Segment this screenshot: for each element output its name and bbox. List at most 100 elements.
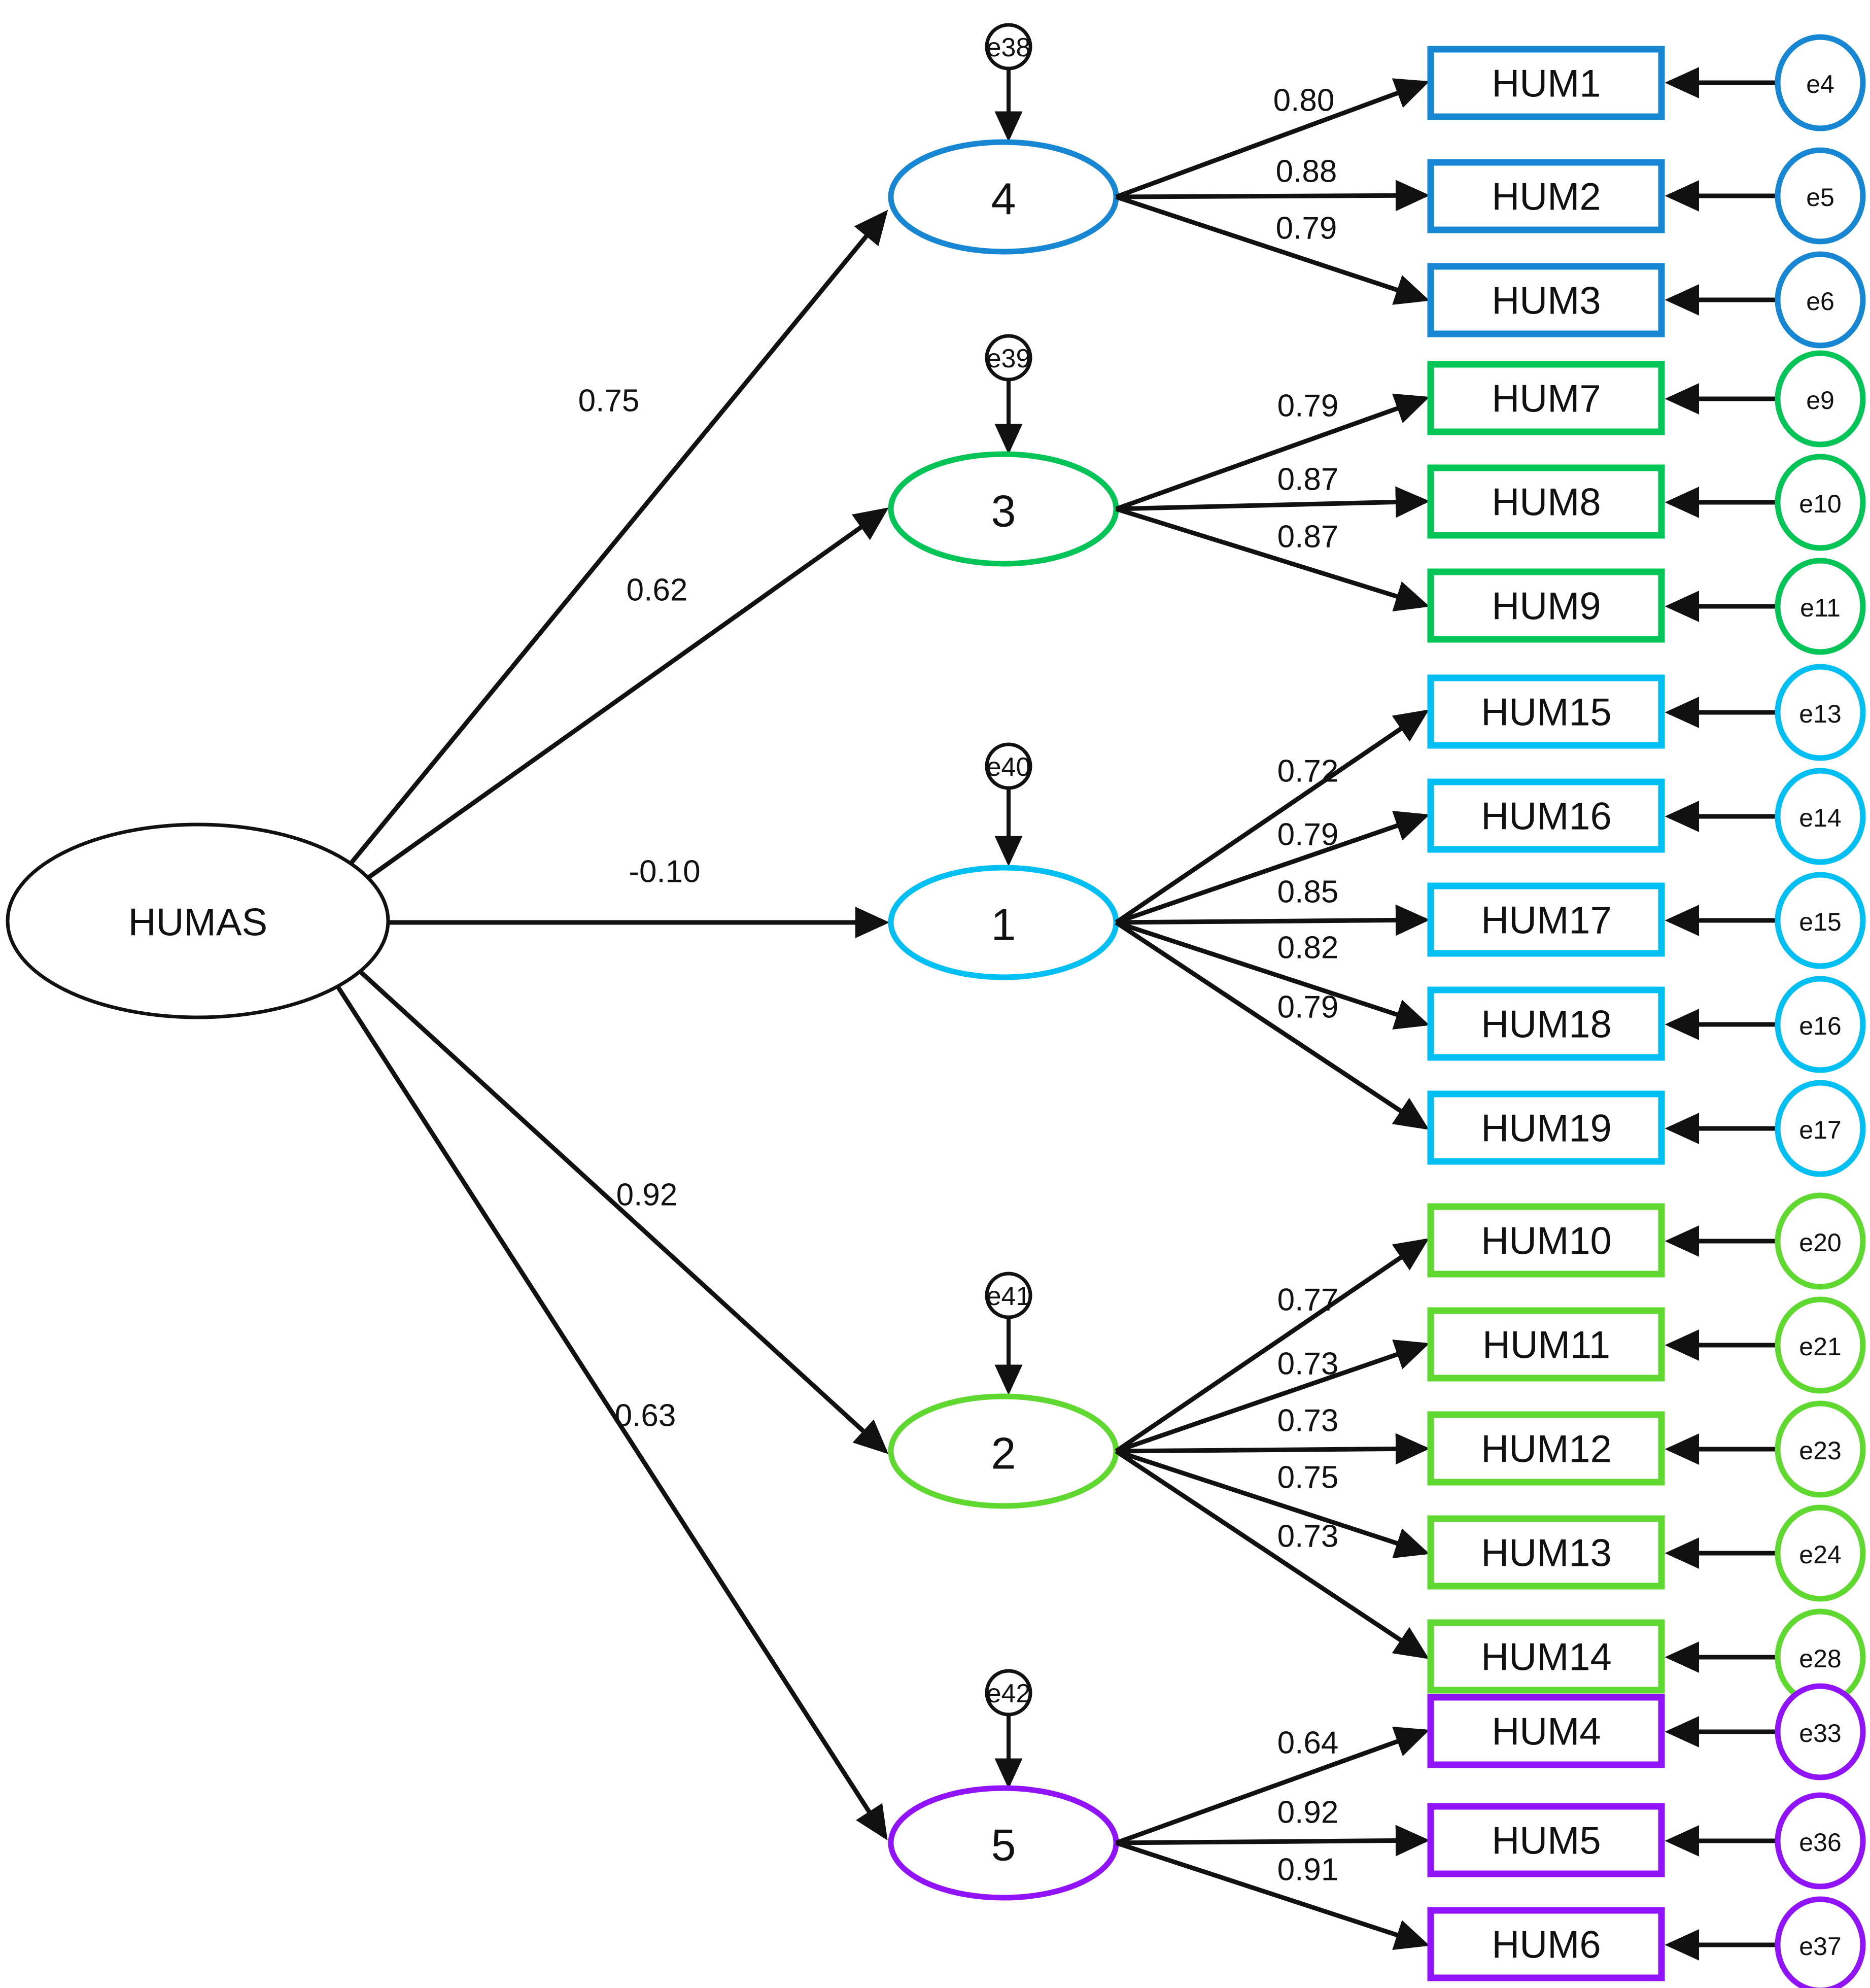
disturbance-e40[interactable] [985, 742, 1032, 790]
error-e6[interactable] [1775, 251, 1866, 349]
factor-group-2: e41 2 0.77 0.73 0.73 0.75 0.73 HUM10 HUM… [888, 1192, 1866, 1706]
loading-f1-hum18 [1115, 920, 1430, 1030]
loading-f2-hum11 [1115, 1339, 1430, 1454]
indicator-label-hum17: HUM17 [1481, 899, 1612, 942]
indicator-box-hum3[interactable] [1427, 263, 1665, 337]
factor-4-label: 4 [991, 174, 1016, 224]
indicator-box-hum17[interactable] [1427, 882, 1665, 957]
disturbance-e38[interactable] [985, 23, 1032, 71]
error-label-e16: e16 [1799, 1012, 1841, 1040]
loading-f2-hum13 [1115, 1449, 1430, 1558]
error-e17[interactable] [1775, 1080, 1866, 1177]
disturbance-e42[interactable] [985, 1669, 1032, 1717]
error-e9[interactable] [1775, 350, 1866, 448]
loading-f3-hum8 [1116, 486, 1430, 518]
loading-label-hum15: 0.72 [1277, 754, 1339, 789]
error-e13[interactable] [1775, 664, 1866, 761]
error-label-e4: e4 [1806, 70, 1834, 98]
error-label-e11: e11 [1800, 594, 1841, 622]
error-e11[interactable] [1775, 558, 1866, 655]
factor-group-4: e38 4 0.80 0.88 0.79 HUM1 HUM2 HUM3 e4 e… [888, 23, 1866, 349]
indicator-label-hum7: HUM7 [1492, 378, 1601, 421]
indicator-box-hum15[interactable] [1427, 674, 1665, 749]
indicator-box-hum1[interactable] [1427, 46, 1665, 120]
loading-label-hum19: 0.79 [1277, 990, 1339, 1025]
error-e33[interactable] [1775, 1683, 1866, 1780]
coef-humas-f2: 0.92 [616, 1178, 678, 1213]
indicator-label-hum3: HUM3 [1492, 280, 1601, 323]
indicator-label-hum6: HUM6 [1492, 1924, 1601, 1967]
disturbance-e38-label: e38 [987, 33, 1031, 62]
indicator-box-hum18[interactable] [1427, 986, 1665, 1061]
humas-ellipse[interactable] [6, 822, 390, 1019]
indicator-label-hum18: HUM18 [1481, 1003, 1612, 1046]
indicator-box-hum4[interactable] [1427, 1694, 1665, 1768]
error-label-e13: e13 [1799, 700, 1841, 728]
error-e23[interactable] [1775, 1400, 1866, 1498]
path-humas-to-f3 [339, 507, 889, 899]
error-e16[interactable] [1775, 976, 1866, 1073]
loading-f1-hum15 [1115, 709, 1429, 924]
indicator-label-hum9: HUM9 [1492, 585, 1601, 628]
indicator-box-hum14[interactable] [1427, 1619, 1665, 1694]
indicator-box-hum9[interactable] [1427, 568, 1665, 643]
coef-humas-f1: -0.10 [629, 854, 700, 889]
error-label-e21: e21 [1799, 1332, 1841, 1361]
loading-f1-hum17 [1116, 904, 1430, 936]
loading-label-hum5: 0.92 [1277, 1795, 1339, 1830]
path-humas-to-f4 [333, 210, 888, 884]
error-e4[interactable] [1775, 34, 1866, 131]
loading-f1-hum19 [1115, 920, 1430, 1130]
error-e15[interactable] [1775, 872, 1866, 969]
indicator-label-hum5: HUM5 [1492, 1820, 1601, 1863]
loading-f4-hum3 [1115, 194, 1430, 305]
loading-label-hum7: 0.79 [1277, 389, 1339, 424]
humas-node[interactable]: HUMAS [6, 822, 390, 1019]
loading-f5-hum5 [1116, 1825, 1430, 1857]
path-humas-to-f2 [339, 952, 889, 1454]
loading-f4-hum2 [1116, 180, 1430, 212]
error-label-e37: e37 [1799, 1932, 1841, 1961]
loading-label-hum18: 0.82 [1277, 931, 1339, 966]
indicator-box-hum12[interactable] [1427, 1411, 1665, 1486]
indicator-box-hum7[interactable] [1427, 361, 1665, 435]
error-e37[interactable] [1775, 1896, 1866, 1988]
path-humas-to-f5 [328, 973, 888, 1841]
loading-f5-hum6 [1115, 1840, 1430, 1950]
indicator-box-hum11[interactable] [1427, 1307, 1665, 1382]
coef-humas-f3: 0.62 [627, 573, 688, 608]
error-e14[interactable] [1775, 768, 1866, 865]
factor-group-5: e42 5 0.64 0.92 0.91 HUM4 HUM5 HUM6 e33 … [888, 1669, 1866, 1988]
disturbance-e41[interactable] [985, 1272, 1032, 1319]
humas-label: HUMAS [128, 901, 267, 944]
indicator-box-hum13[interactable] [1427, 1515, 1665, 1590]
disturbance-e40-label: e40 [987, 752, 1031, 782]
disturbance-e41-label: e41 [987, 1282, 1031, 1311]
error-e5[interactable] [1775, 147, 1866, 245]
error-label-e20: e20 [1799, 1228, 1841, 1257]
indicator-box-hum10[interactable] [1427, 1203, 1665, 1278]
factor-group-3: e39 3 0.79 0.87 0.87 HUM7 HUM8 HUM9 e9 e… [888, 334, 1866, 655]
error-label-e33: e33 [1799, 1719, 1841, 1747]
error-e20[interactable] [1775, 1192, 1866, 1290]
indicator-box-hum6[interactable] [1427, 1907, 1665, 1981]
error-label-e28: e28 [1799, 1644, 1841, 1673]
error-e24[interactable] [1775, 1504, 1866, 1602]
indicator-box-hum8[interactable] [1427, 464, 1665, 539]
loading-f2-hum14 [1115, 1449, 1430, 1659]
loading-label-hum1: 0.80 [1273, 83, 1335, 118]
indicator-box-hum19[interactable] [1427, 1090, 1665, 1165]
indicator-box-hum2[interactable] [1427, 159, 1665, 233]
indicator-box-hum16[interactable] [1427, 778, 1665, 853]
loading-label-hum12: 0.73 [1277, 1403, 1339, 1438]
indicator-label-hum16: HUM16 [1481, 795, 1612, 838]
factor-group-1: e40 1 0.72 0.79 0.85 0.82 0.79 HUM15 HUM… [888, 664, 1866, 1177]
error-e21[interactable] [1775, 1296, 1866, 1394]
indicator-box-hum5[interactable] [1427, 1803, 1665, 1877]
error-e10[interactable] [1775, 454, 1866, 551]
loading-label-hum4: 0.64 [1277, 1726, 1339, 1761]
disturbance-e39[interactable] [985, 334, 1032, 382]
error-e36[interactable] [1775, 1792, 1866, 1890]
indicator-label-hum12: HUM12 [1481, 1428, 1612, 1471]
